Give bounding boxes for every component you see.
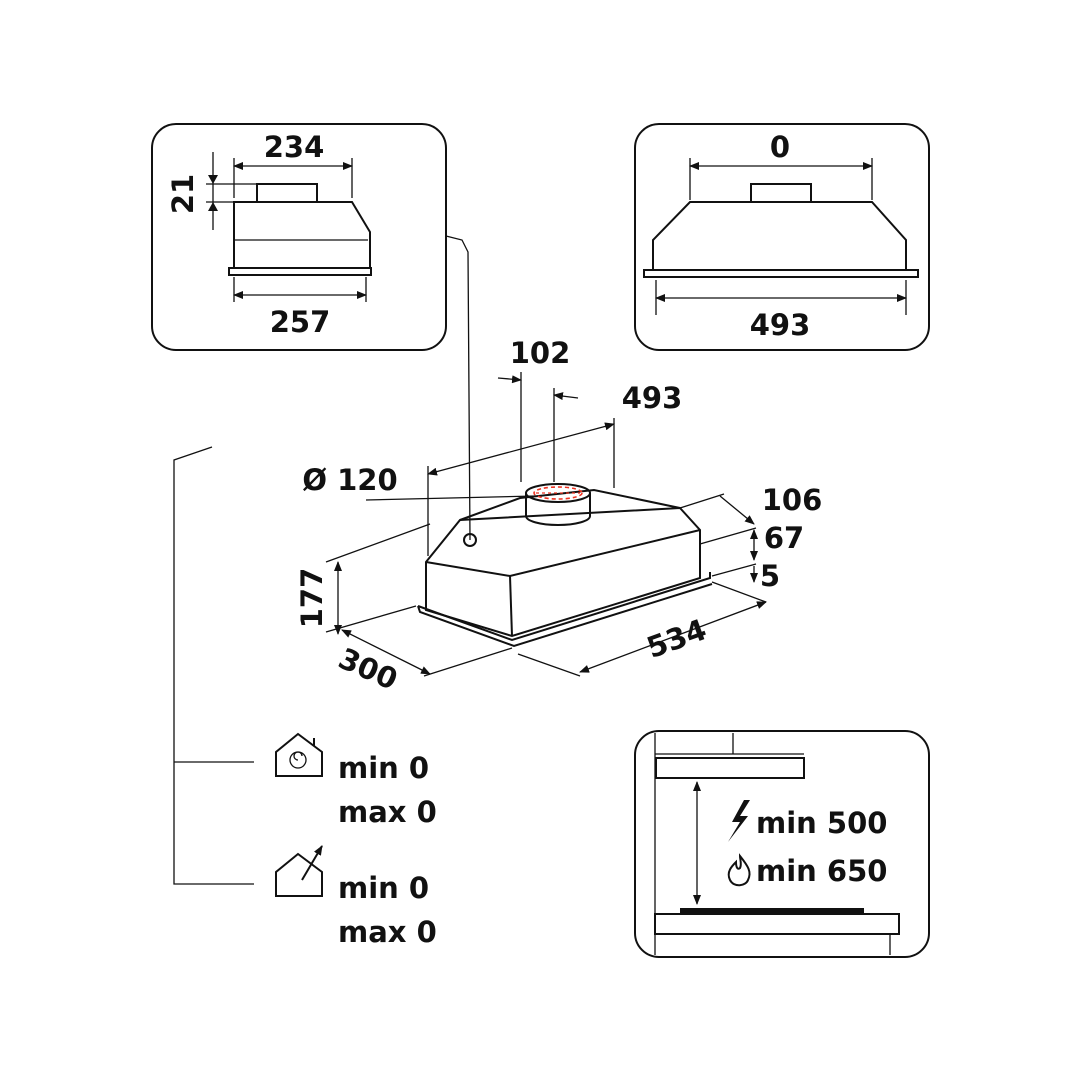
airflow-bracket <box>173 446 254 885</box>
side-top-height: 21 <box>166 174 200 214</box>
dim-5: 5 <box>760 559 780 593</box>
recirculation-min: min 0 <box>338 751 429 785</box>
front-bottom-width: 493 <box>750 308 811 342</box>
side-view-leader <box>445 235 471 541</box>
front-view-panel: 0 493 <box>634 123 930 351</box>
recirculation-house-icon <box>275 732 323 777</box>
isometric-view: 102 493 Ø 120 177 300 534 106 67 5 <box>295 336 822 697</box>
depth-dim: 300 <box>333 641 402 697</box>
side-bottom-width: 257 <box>270 305 331 339</box>
extraction-house-icon <box>275 845 323 897</box>
outlet-diameter-dim: Ø 120 <box>302 463 397 497</box>
electric-min-height: min 500 <box>756 806 887 840</box>
recirculation-max: max 0 <box>338 795 437 829</box>
recirculation-block: min 0 max 0 <box>275 732 437 829</box>
dim-106: 106 <box>762 483 823 517</box>
lightning-icon <box>728 800 750 842</box>
width-dim: 534 <box>642 612 711 665</box>
gas-min-height: min 650 <box>756 854 887 888</box>
installation-panel: min 500 min 650 <box>634 730 930 958</box>
side-top-width: 234 <box>264 130 325 164</box>
top-depth-dim: 493 <box>622 381 683 415</box>
height-dim: 177 <box>295 568 329 629</box>
front-top-width: 0 <box>770 130 790 164</box>
flame-icon <box>727 853 751 887</box>
side-view-panel: 234 21 257 <box>151 123 447 351</box>
extraction-min: min 0 <box>338 871 429 905</box>
outlet-offset-dim: 102 <box>510 336 571 370</box>
extraction-max: max 0 <box>338 915 437 949</box>
dim-67: 67 <box>764 521 804 555</box>
extraction-block: min 0 max 0 <box>275 845 437 949</box>
